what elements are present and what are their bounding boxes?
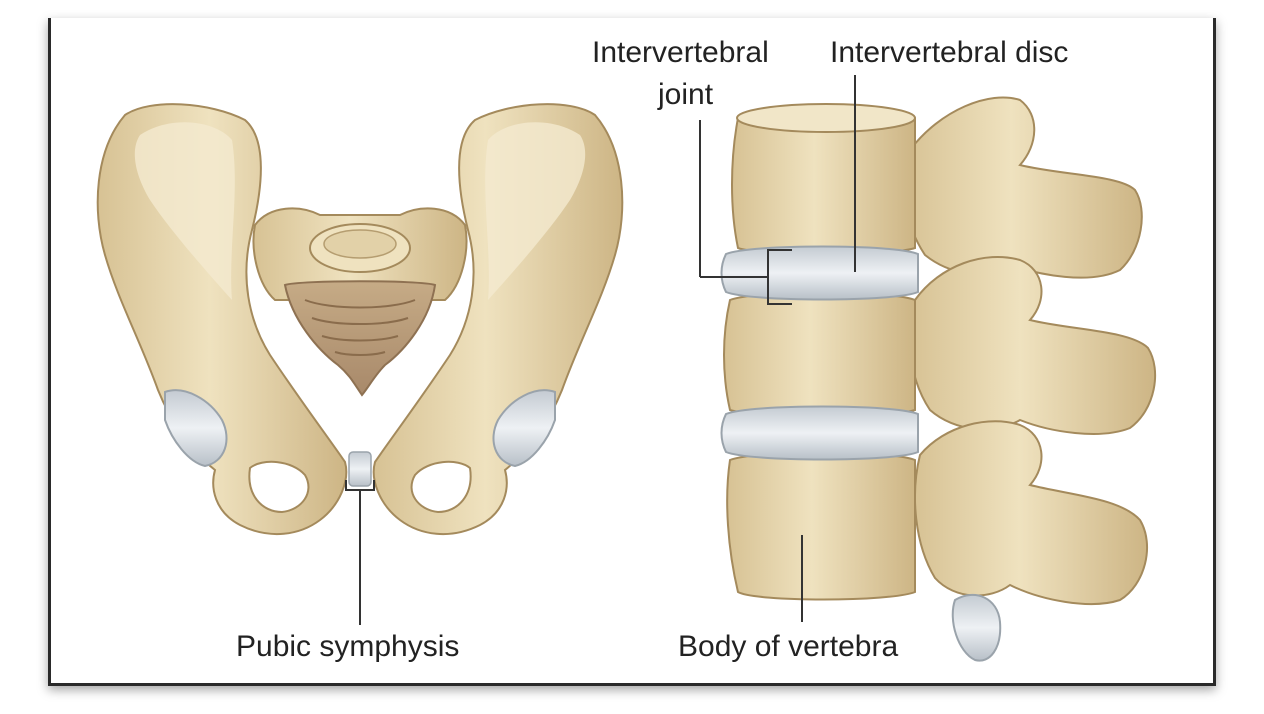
facet-cartilage xyxy=(951,594,1002,662)
pelvis xyxy=(96,103,624,625)
vertebral-body-3 xyxy=(726,451,916,601)
lumbar-spine xyxy=(699,75,1157,662)
intervertebral-disc-2 xyxy=(720,405,919,461)
vertebral-body-2 xyxy=(723,291,916,417)
intervertebral-disc-1 xyxy=(720,245,919,301)
right-acetabulum-cartilage xyxy=(492,389,556,468)
label-intervertebral-disc: Intervertebral disc xyxy=(830,36,1069,69)
spinous-process-1 xyxy=(903,96,1143,279)
pubic-symphysis-cartilage xyxy=(348,451,372,487)
label-pubic-symphysis: Pubic symphysis xyxy=(236,630,460,663)
label-intervertebral-joint-line1: Intervertebral xyxy=(592,36,769,69)
label-intervertebral-joint-line2: joint xyxy=(658,78,714,111)
label-body-of-vertebra: Body of vertebra xyxy=(678,630,899,663)
spinous-process-3 xyxy=(914,420,1149,606)
right-obturator-foramen xyxy=(410,460,472,514)
left-acetabulum-cartilage xyxy=(164,389,228,468)
spinous-process-2 xyxy=(909,256,1157,435)
sacrum xyxy=(283,280,437,397)
left-obturator-foramen xyxy=(248,460,310,514)
intervertebral-joint-bracket xyxy=(700,249,792,305)
